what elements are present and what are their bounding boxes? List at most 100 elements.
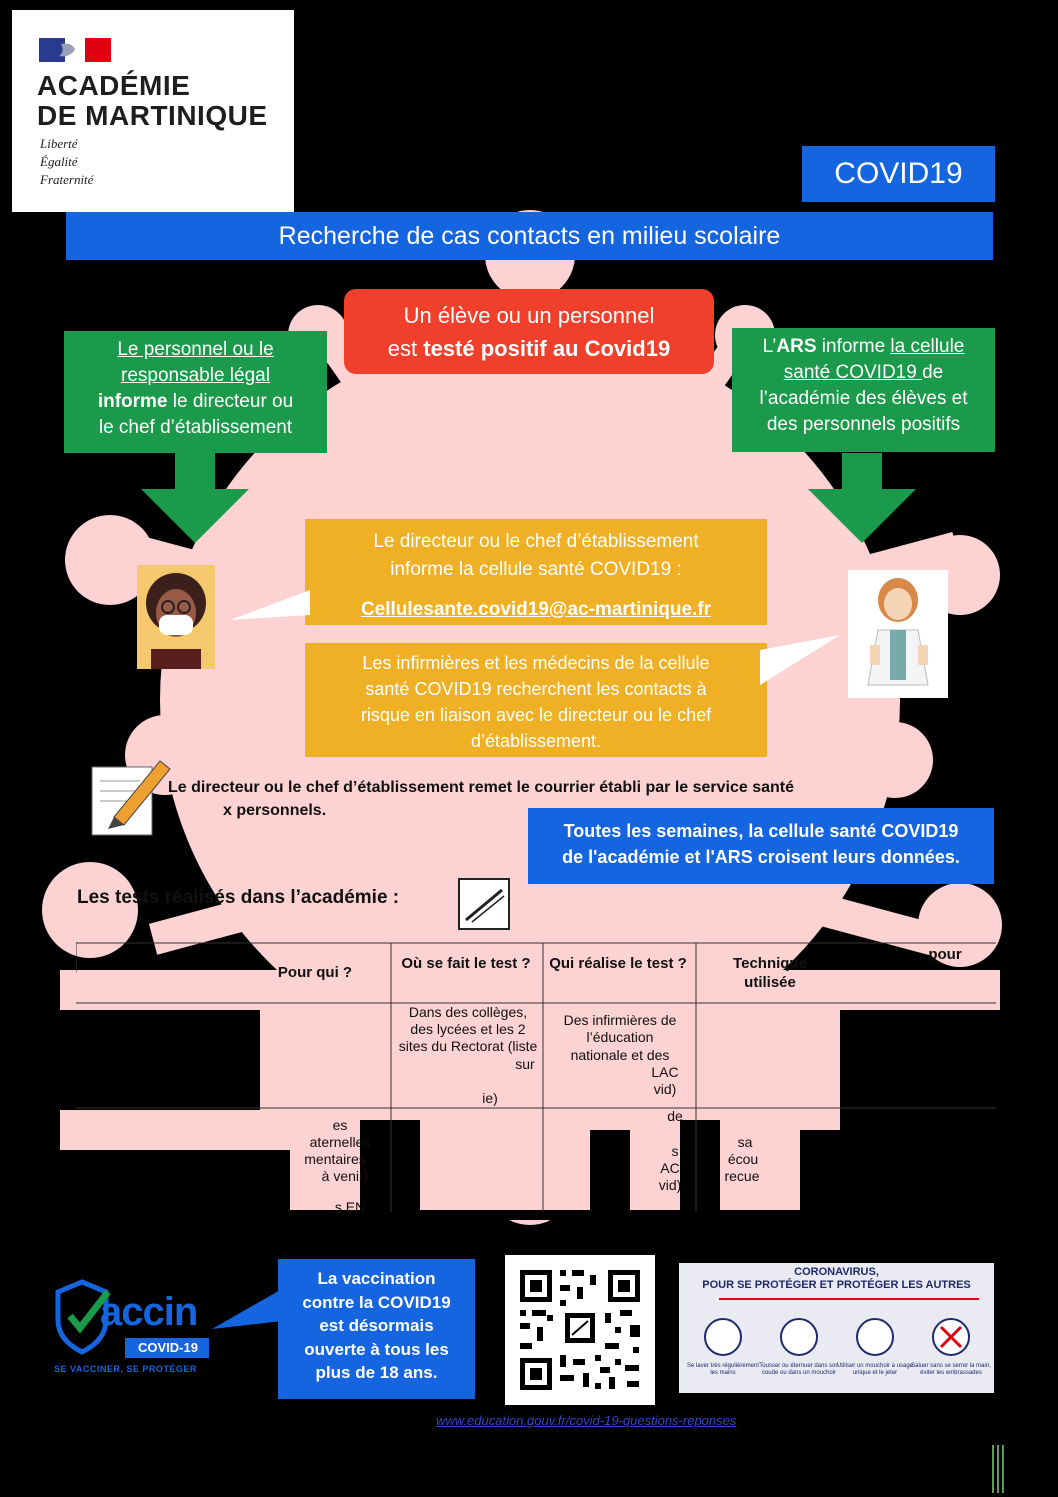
poster-gesture-icons	[704, 1318, 970, 1356]
doctor-avatar-icon	[848, 570, 948, 698]
gr-u1: la cellule	[890, 336, 965, 357]
vaccin-badge: COVID-19	[138, 1340, 198, 1355]
poster-item-4: Saluer sans se serrer la main, éviter le…	[911, 1363, 991, 1376]
b2-line-3: est désormais	[319, 1316, 434, 1335]
tests-title: Les tests réalisés dans l’académie :	[77, 887, 400, 908]
speech-tail-vaccin	[212, 1289, 282, 1329]
poster-item-2: Tousser ou éternuer dans son coude ou da…	[759, 1363, 839, 1376]
logo-line-1: ACADÉMIE	[37, 70, 191, 101]
r2-who: de	[667, 1108, 683, 1124]
vaccination-box: La vaccination contre la COVID19 est dés…	[278, 1259, 475, 1399]
gl-line-3-bold: informe	[97, 391, 168, 412]
gl-line-3-rest: le directeur ou	[167, 391, 294, 412]
vaccin-tagline: SE VACCINER, SE PROTÉGER	[54, 1364, 197, 1374]
y2-line-3: risque en liaison avec le directeur ou l…	[360, 705, 712, 725]
r1-who4: vid)	[653, 1081, 677, 1097]
test-swab-icon	[458, 878, 510, 930]
col-header-where: Où se fait le test ?	[401, 955, 531, 972]
gr-u2: santé COVID19	[783, 362, 923, 383]
gr-line-1: L’ARS informe la cellule	[732, 334, 995, 360]
y2-line-1: Les infirmières et les médecins de la ce…	[362, 653, 710, 673]
director-info-box: Le directeur ou le chef d’établissement …	[305, 519, 767, 625]
r3-for: s EN	[334, 1199, 366, 1215]
motto-liberte: Liberté	[40, 136, 78, 151]
r2-who2: s	[671, 1143, 679, 1159]
email-link[interactable]: Cellulesante.covid19@ac-martinique.fr	[360, 599, 712, 620]
courrier-line-2: x personnels.	[223, 802, 327, 819]
b1-line-2: de l'académie et l'ARS croisent leurs do…	[562, 847, 960, 867]
r2-tech2: écou	[727, 1151, 759, 1167]
courrier-line-1: Le directeur ou le chef d’établissement …	[168, 779, 795, 796]
gr-line-2: santé COVID19 de	[732, 360, 995, 386]
y1-line-2: informe la cellule santé COVID19 :	[390, 559, 682, 580]
y2-line-2: santé COVID19 recherchent les contacts à	[365, 679, 707, 699]
r2-for4: à venir)	[321, 1168, 369, 1184]
speech-tail-right	[760, 635, 840, 685]
logo-line-2: DE MARTINIQUE	[37, 100, 268, 131]
y2-line-4: d’établissement.	[470, 731, 602, 751]
r2-for3: mentaires	[304, 1151, 366, 1167]
covid-tag: COVID19	[802, 146, 995, 202]
marianne-flag-icon	[39, 38, 111, 62]
tests-table-grid	[76, 942, 996, 1212]
red-line-2-pre: est	[387, 336, 424, 361]
courrier-text: Le directeur ou le chef d’établissement …	[168, 776, 908, 822]
y1-line-1: Le directeur ou le chef d’établissement	[373, 531, 699, 552]
green-box-left: Le personnel ou le responsable légal inf…	[64, 331, 327, 453]
r2-tech: sa	[737, 1134, 753, 1150]
vaccin-word: accin	[100, 1290, 198, 1334]
r1-where3: ie)	[482, 1090, 498, 1106]
r2-who4: vid)	[658, 1177, 682, 1193]
r1-where2: sur	[515, 1056, 535, 1072]
qr-code[interactable]	[505, 1255, 655, 1405]
qr-code-icon	[520, 1270, 640, 1390]
b2-line-4: ouverte à tous les	[304, 1339, 449, 1359]
gr-bold: ARS	[776, 336, 817, 357]
poster-title-1: CORONAVIRUS,	[794, 1266, 879, 1278]
b2-line-1: La vaccination	[317, 1269, 436, 1288]
r2-for2: aternelles	[309, 1134, 371, 1150]
r2-tech3: recue	[724, 1168, 760, 1184]
weekly-data-box: Toutes les semaines, la cellule santé CO…	[528, 808, 994, 884]
gr-line-4: des personnels positifs	[766, 414, 961, 435]
gl-line-1: Le personnel ou le	[117, 339, 274, 360]
protection-poster: CORONAVIRUS, POUR SE PROTÉGER ET PROTÉGE…	[679, 1263, 994, 1393]
gl-line-2: responsable légal	[121, 365, 270, 386]
motto-fraternite: Fraternité	[40, 172, 94, 187]
poster-red-line	[719, 1298, 979, 1300]
page-title: Recherche de cas contacts en milieu scol…	[66, 212, 993, 260]
poster-title-2: POUR SE PROTÉGER ET PROTÉGER LES AUTRES	[702, 1279, 971, 1291]
r1-where: Dans des collèges, des lycées et les 2 s…	[398, 1004, 538, 1054]
positive-test-box: Un élève ou un personnel est testé posit…	[344, 289, 714, 374]
r2-for: es	[332, 1117, 348, 1133]
b1-line-1: Toutes les semaines, la cellule santé CO…	[563, 821, 959, 841]
vaccin-logo	[55, 1279, 209, 1358]
b2-line-5: plus de 18 ans.	[315, 1363, 438, 1382]
faq-link[interactable]: www.education.gouv.fr/covid-19-questions…	[436, 1413, 737, 1428]
red-line-2-bold: testé positif au Covid19	[423, 336, 671, 361]
gr-mid: informe	[816, 336, 891, 357]
speech-tail-left	[230, 590, 310, 620]
r1-who3: LAC	[651, 1064, 679, 1080]
poster-item-1: Se laver très régulièrement les mains	[686, 1363, 760, 1376]
nurses-search-box: Les infirmières et les médecins de la ce…	[305, 643, 767, 757]
col-header-technique: Technique utilisée	[733, 955, 807, 991]
gr-line-3: l’académie des élèves et	[759, 388, 968, 409]
gl-line-3: informe le directeur ou	[64, 389, 327, 415]
gl-line-4: le chef d’établissement	[98, 417, 293, 438]
gr-rest: de	[922, 362, 944, 383]
col-header-pour: pour	[928, 946, 962, 963]
red-line-1: Un élève ou un personnel	[403, 303, 655, 328]
b2-line-2: contre la COVID19	[302, 1292, 451, 1312]
col-header-for-whom: Pour qui ?	[277, 964, 353, 981]
poster-item-3: Utiliser un mouchoir à usage unique et l…	[836, 1363, 914, 1376]
red-line-2: est testé positif au Covid19	[344, 332, 714, 365]
gr-pre: L’	[762, 336, 777, 357]
r2-who3: AC	[660, 1160, 680, 1176]
r1-who2: nationale et des	[570, 1047, 670, 1063]
margin-bars-decoration	[992, 1445, 1004, 1493]
student-avatar-icon	[137, 565, 215, 669]
arrow-down-right-icon	[808, 453, 916, 543]
motto-egalite: Égalité	[40, 154, 78, 169]
